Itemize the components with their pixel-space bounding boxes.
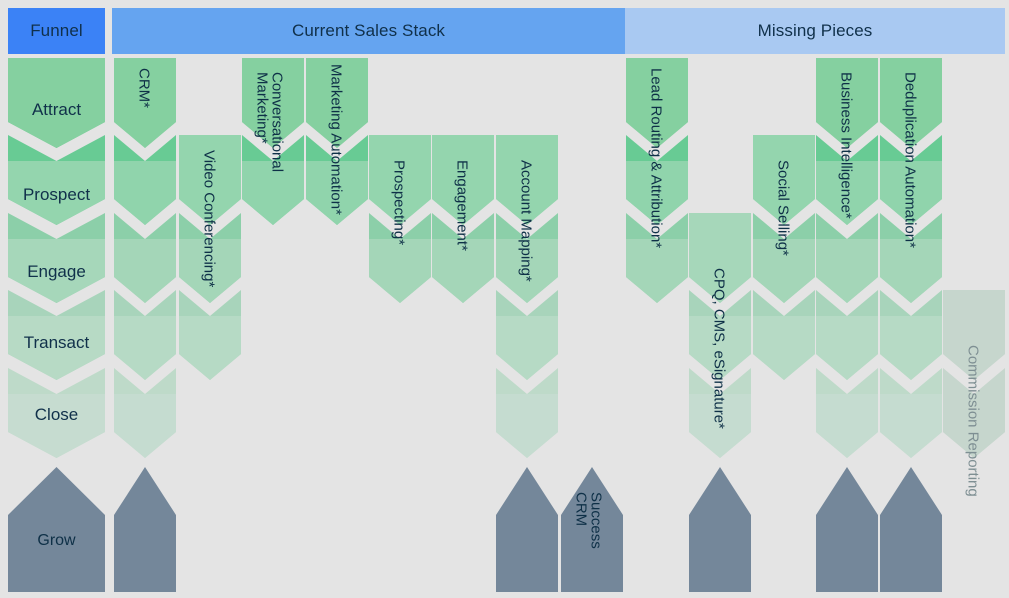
- grow-pentagon: [880, 467, 942, 592]
- chevron-band-overlay: [432, 239, 494, 303]
- chevron-band-overlay: [626, 58, 688, 148]
- chevron-band-overlay: [626, 161, 688, 225]
- funnel-band: [8, 239, 105, 303]
- chevron-band-overlay: [179, 239, 241, 303]
- chevron-band-overlay: [689, 213, 751, 303]
- grow-pentagon: [816, 467, 878, 592]
- chevron-band-overlay: [114, 316, 176, 380]
- tool-column-social-selling[interactable]: [753, 0, 815, 598]
- header-current-sales-stack-label: Current Sales Stack: [291, 21, 446, 40]
- tool-column-lead-routing-attribution[interactable]: [626, 0, 688, 598]
- tool-column-success-crm[interactable]: [561, 0, 623, 598]
- funnel-stage-label-engage: Engage: [27, 262, 86, 281]
- tool-column-marketing-automation[interactable]: [306, 0, 368, 598]
- chevron-band-overlay: [753, 316, 815, 380]
- tool-column-prospecting[interactable]: [369, 0, 431, 598]
- chevron-band-overlay: [880, 58, 942, 148]
- chevron-band-overlay: [880, 239, 942, 303]
- chevron-band-overlay: [306, 58, 368, 148]
- chevron-band-overlay: [626, 239, 688, 303]
- tool-column-commission-reporting[interactable]: [943, 0, 1005, 598]
- tool-column-cpq-cms-esignature[interactable]: [689, 0, 751, 598]
- chevron-band-overlay: [816, 239, 878, 303]
- header-funnel-label: Funnel: [30, 21, 83, 40]
- funnel-stage-label-grow: Grow: [37, 532, 76, 549]
- funnel-grow-pentagon: [8, 467, 105, 592]
- chevron-band-overlay: [753, 239, 815, 303]
- header-funnel: Funnel: [8, 8, 105, 54]
- chevron-band-overlay: [114, 161, 176, 225]
- grow-pentagon: [114, 467, 176, 592]
- chevron-band-overlay: [753, 135, 815, 225]
- chevron-band-overlay: [114, 394, 176, 458]
- chevron-band-overlay: [880, 394, 942, 458]
- chevron-band-overlay: [496, 239, 558, 303]
- header-current-sales-stack: Current Sales Stack: [112, 8, 625, 54]
- chevron-band-overlay: [369, 239, 431, 303]
- chevron-band-overlay: [689, 316, 751, 380]
- chevron-band-overlay: [816, 316, 878, 380]
- chevron-band-overlay: [179, 316, 241, 380]
- tool-column-conversational-marketing[interactable]: [242, 0, 304, 598]
- chevron-band-overlay: [179, 135, 241, 225]
- funnel-stage-label-attract: Attract: [31, 100, 82, 119]
- funnel-band: [8, 58, 105, 148]
- chevron-band-overlay: [242, 161, 304, 225]
- grow-pentagon: [689, 467, 751, 592]
- chevron-band-overlay: [496, 316, 558, 380]
- chevron-band-overlay: [496, 394, 558, 458]
- header-missing-pieces: Missing Pieces: [625, 8, 1005, 54]
- tool-column-account-mapping[interactable]: [496, 0, 558, 598]
- grow-pentagon: [561, 467, 623, 592]
- chevron-band-overlay: [432, 135, 494, 225]
- funnel-band: [8, 316, 105, 380]
- chevron-band-overlay: [114, 58, 176, 148]
- chevron-band-overlay: [114, 239, 176, 303]
- funnel-stage-label-close: Close: [34, 405, 79, 424]
- chevron-band-overlay: [816, 161, 878, 225]
- funnel-column: [8, 0, 105, 598]
- chevron-band-overlay: [880, 316, 942, 380]
- chevron-band-overlay: [369, 135, 431, 225]
- chevron-band-overlay: [943, 290, 1005, 380]
- tool-column-business-intelligence[interactable]: [816, 0, 878, 598]
- chevron-band-overlay: [306, 161, 368, 225]
- tool-column-video-conferencing[interactable]: [179, 0, 241, 598]
- funnel-band: [8, 394, 105, 458]
- tool-column-engagement[interactable]: [432, 0, 494, 598]
- chevron-band-overlay: [816, 58, 878, 148]
- chevron-band-overlay: [496, 135, 558, 225]
- chevron-band-overlay: [689, 394, 751, 458]
- header-missing-pieces-label: Missing Pieces: [757, 21, 873, 40]
- tool-column-crm[interactable]: [114, 0, 176, 598]
- funnel-band: [8, 161, 105, 225]
- chevron-band-overlay: [880, 161, 942, 225]
- funnel-stage-label-prospect: Prospect: [22, 185, 91, 204]
- chevron-band-overlay: [242, 58, 304, 148]
- funnel-stage-label-transact: Transact: [23, 333, 90, 352]
- chevron-band-overlay: [943, 394, 1005, 458]
- grow-pentagon: [496, 467, 558, 592]
- tool-column-deduplication-automation[interactable]: [880, 0, 942, 598]
- chevron-band-overlay: [816, 394, 878, 458]
